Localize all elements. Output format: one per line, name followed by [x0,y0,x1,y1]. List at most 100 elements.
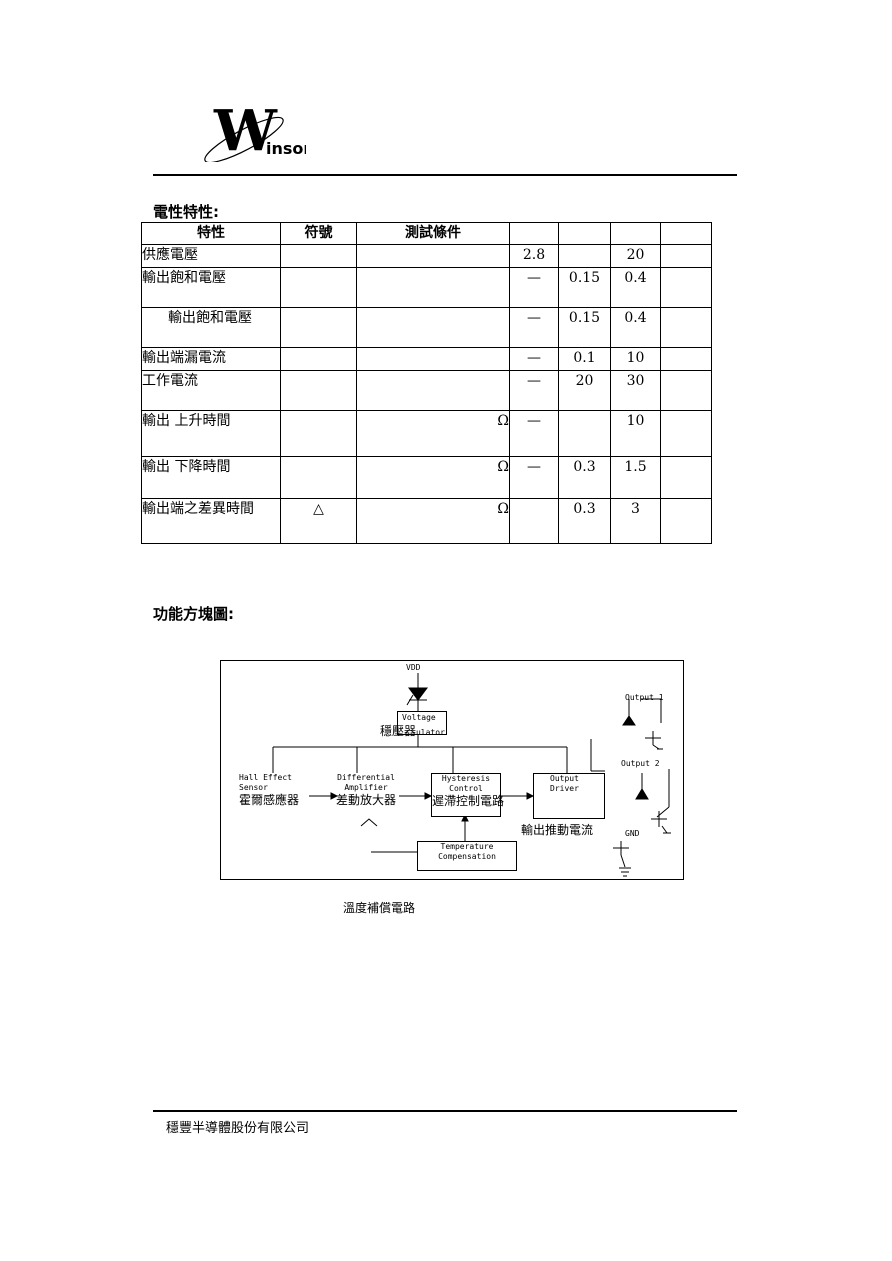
hall-en-label-2: Sensor [239,783,268,792]
driver-en-label-2: Driver [550,784,579,793]
col-header [660,222,712,245]
param-condition: Ω [356,410,510,457]
param-symbol [280,244,357,268]
company-logo: W inson [196,92,315,164]
param-name: 供應電壓 [141,244,281,268]
param-typ [558,244,611,268]
hall-cn-label: 霍爾感應器 [239,793,300,807]
param-min: 2.8 [509,244,559,268]
param-name: 輸出端之差異時間 [141,498,281,544]
section-title-electrical: 電性特性: [153,203,219,221]
temperature-compensation-block: Temperature Compensation [417,841,517,871]
diff-amp-block: Differential Amplifier 差動放大器 [331,773,401,807]
diagram-wires [272,673,671,877]
param-condition: Ω [356,456,510,499]
param-unit [660,244,712,268]
temp-en-label: Temperature [440,842,494,851]
param-unit [660,498,712,544]
param-symbol: △ [280,498,357,544]
param-typ: 0.15 [558,267,611,308]
regulator-en-label-tail: ulator [416,728,445,737]
param-typ: 20 [558,370,611,411]
param-symbol [280,307,357,348]
param-min: — [509,456,559,499]
param-name: 輸出 下降時間 [141,456,281,499]
footer-company: 穩豐半導體股份有限公司 [166,1121,310,1136]
param-unit [660,410,712,457]
regulator-cn-label: 穩壓器 [380,724,417,738]
param-min [509,498,559,544]
param-min: — [509,307,559,348]
param-condition [356,244,510,268]
table-row: 輸出端漏電流 — 0.1 10 [141,347,712,371]
table-header-row: 特性 符號 測試條件 [141,222,712,245]
col-header: 特性 [141,222,281,245]
param-condition [356,347,510,371]
hall-sensor-block: Hall Effect Sensor 霍爾感應器 [239,773,311,807]
param-max: 10 [610,347,661,371]
param-condition [356,267,510,308]
param-min: — [509,347,559,371]
param-symbol [280,456,357,499]
param-typ: 0.15 [558,307,611,348]
driver-en-label: Output [550,774,579,783]
spec-table: 特性 符號 測試條件 供應電壓 2.8 20 輸出飽和電壓 — 0.15 0.4… [141,222,712,544]
param-name: 輸出飽和電壓 [141,267,281,308]
param-typ: 0.3 [558,456,611,499]
param-max: 20 [610,244,661,268]
col-header: 測試條件 [356,222,510,245]
param-name: 輸出端漏電流 [141,347,281,371]
param-typ: 0.1 [558,347,611,371]
param-max: 0.4 [610,267,661,308]
hyst-en-label: Hysteresis [441,774,491,783]
param-max: 0.4 [610,307,661,348]
svg-text:inson: inson [266,139,306,158]
col-header [610,222,661,245]
output2-label: Output 2 [621,759,660,768]
col-header [558,222,611,245]
param-min: — [509,267,559,308]
param-unit [660,370,712,411]
logo-graphic: W inson [204,98,315,164]
header-rule [153,174,737,176]
output1-label: Output 1 [625,693,664,702]
param-condition [356,370,510,411]
param-condition: Ω [356,498,510,544]
output-driver-block: Output Driver [533,773,605,819]
section-title-block-diagram: 功能方塊圖: [153,605,234,623]
table-row: 工作電流 — 20 30 [141,370,712,411]
col-header [509,222,559,245]
param-unit [660,347,712,371]
hall-en-label: Hall Effect [239,773,292,782]
param-unit [660,456,712,499]
param-symbol [280,267,357,308]
param-max: 3 [610,498,661,544]
diagram-caption: 溫度補償電路 [343,901,416,915]
table-row: 供應電壓 2.8 20 [141,244,712,268]
hyst-en-label-2: Control [449,784,483,793]
voltage-regulator-block: Voltage 穩壓器ulator [380,711,447,738]
col-header: 符號 [280,222,357,245]
param-min: — [509,370,559,411]
temp-en-label-2: Compensation [438,852,496,861]
hysteresis-block: Hysteresis Control 遲滯控制電路 [431,773,504,817]
param-symbol [280,410,357,457]
amp-en-label-2: Amplifier [344,783,388,792]
param-symbol [280,370,357,411]
gnd-label: GND [625,829,640,838]
table-row: 輸出 下降時間 Ω — 0.3 1.5 [141,456,712,499]
param-symbol [280,347,357,371]
param-name: 輸出 上升時間 [141,410,281,457]
amp-en-label: Differential [337,773,395,782]
param-name: 輸出飽和電壓 [141,307,281,348]
table-row: 輸出飽和電壓 — 0.15 0.4 [141,307,712,348]
regulator-label-group: 穩壓器ulator [380,720,445,739]
table-row: 輸出端之差異時間 △ Ω 0.3 3 [141,498,712,544]
param-typ [558,410,611,457]
footer-rule [153,1110,737,1112]
param-min: — [509,410,559,457]
table-row: 輸出飽和電壓 — 0.15 0.4 [141,267,712,308]
driver-cn-label: 輸出推動電流 [521,823,594,837]
amp-cn-label: 差動放大器 [335,793,396,807]
param-max: 30 [610,370,661,411]
